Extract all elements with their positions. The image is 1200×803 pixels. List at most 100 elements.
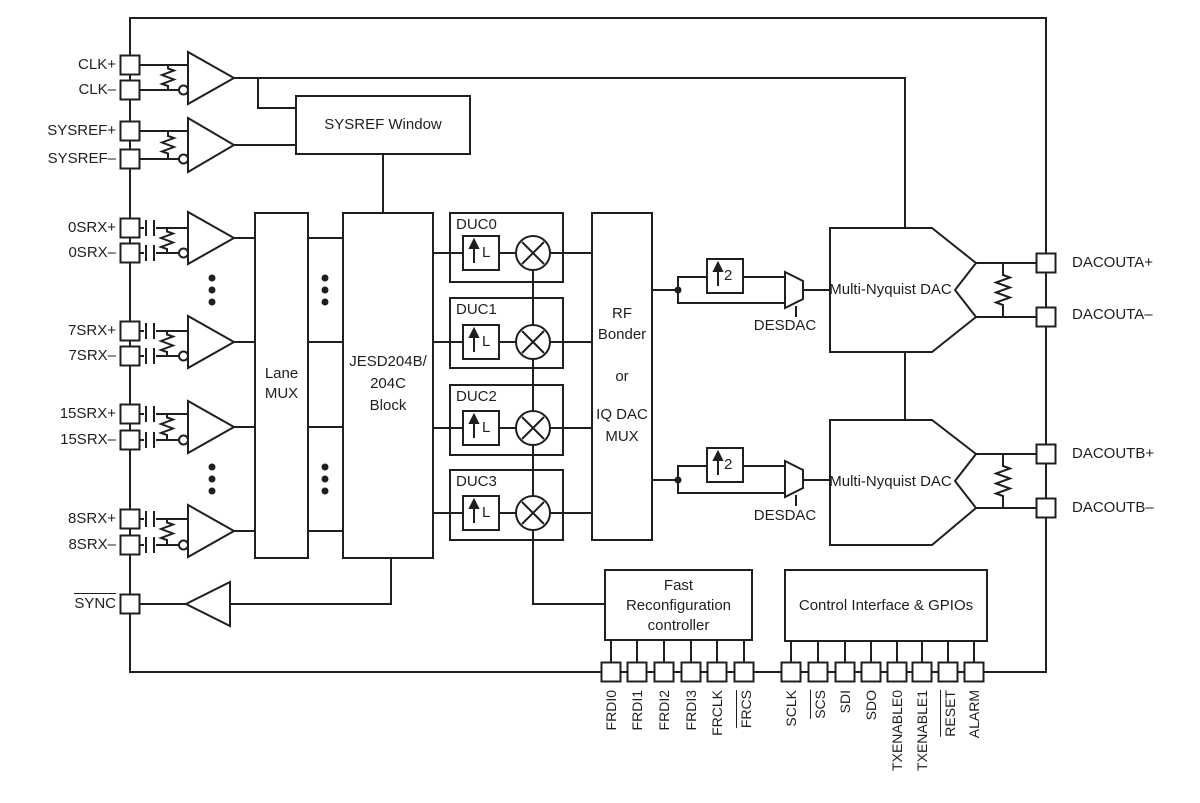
- dac-a-block: [829, 227, 1037, 353]
- rf-bonder-label: IQ DAC: [596, 406, 648, 423]
- desdac-b-label: DESDAC: [753, 507, 817, 524]
- srx0-resistor: [158, 228, 176, 253]
- interp-2-label: 2: [724, 267, 733, 284]
- pin-label-dacouta-plus: DACOUTA+: [1072, 254, 1153, 271]
- pin-0srx-plus: [119, 217, 141, 239]
- lane-mux-label: Lane: [264, 365, 299, 382]
- pin-reset: [937, 661, 959, 683]
- pin-7srx-plus: [119, 320, 141, 342]
- sysref-buffer-icon: [187, 116, 236, 174]
- desdac-mux-a-icon: [784, 270, 804, 310]
- pin-label-15srx-minus: 15SRX–: [60, 431, 116, 448]
- clk-input-network: [140, 50, 906, 228]
- pin-label-sclk: SCLK: [783, 690, 799, 727]
- duc2-interpolator: [462, 410, 500, 446]
- up-arrow-icon: [468, 497, 480, 509]
- sync-output-network: [140, 558, 392, 628]
- clk-distribution-wire: [234, 77, 906, 228]
- clk-buffer-icon: [187, 50, 237, 106]
- interp2-b-block: [706, 447, 744, 483]
- dac-a-load-resistor: [993, 263, 1013, 317]
- pin-label-7srx-plus: 7SRX+: [68, 322, 116, 339]
- frc-label: Reconfiguration: [625, 597, 732, 614]
- pin-label-sysref-plus: SYSREF+: [47, 122, 116, 139]
- jesd-label: JESD204B/: [349, 353, 427, 370]
- bottom-pin-stubs: [610, 640, 975, 663]
- pin-txenable0: [886, 661, 908, 683]
- pin-label-txenable1: TXENABLE1: [914, 690, 930, 771]
- pin-label-reset: RESET: [940, 690, 958, 737]
- srx7-resistor: [158, 331, 176, 356]
- jesd-label: Block: [369, 397, 407, 414]
- up-arrow-icon: [712, 449, 724, 461]
- srx8-buffer-icon: [187, 503, 237, 559]
- srx15-input-network: [140, 399, 255, 455]
- desdac-mux-b-icon: [784, 459, 804, 499]
- sysref-window-label: SYSREF Window: [324, 116, 442, 133]
- control-interface-label: Control Interface & GPIOs: [798, 597, 974, 614]
- interp-l-label: L: [482, 504, 491, 521]
- frc-label: Fast: [663, 577, 694, 594]
- dac-b-label: Multi-Nyquist DAC: [829, 473, 952, 490]
- pin-sdi: [834, 661, 856, 683]
- pin-label-sysref-minus: SYSREF–: [47, 150, 116, 167]
- pin-frdi3: [680, 661, 702, 683]
- bottom-pin-squares: [600, 661, 985, 683]
- pin-label-txenable0: TXENABLE0: [889, 690, 905, 771]
- srx0-buffer-icon: [187, 210, 237, 266]
- pin-sysref-minus: [119, 148, 141, 170]
- pin-sync: [119, 593, 141, 615]
- pin-label-frcs: FRCS: [736, 690, 754, 729]
- lane-mux-label: MUX: [264, 385, 299, 402]
- fast-reconfiguration-block: [604, 569, 753, 641]
- pin-frdi2: [653, 661, 675, 683]
- pin-txenable1: [911, 661, 933, 683]
- lane-mux-block: [254, 212, 309, 559]
- desdac-a-label: DESDAC: [753, 317, 817, 334]
- srx8-resistor: [158, 519, 176, 545]
- up-arrow-icon: [468, 237, 480, 249]
- pin-label-frdi0: FRDI0: [603, 690, 619, 731]
- pin-label-frdi1: FRDI1: [629, 690, 645, 731]
- channel-ellipsis-dots: [208, 274, 329, 495]
- duc2-label: DUC2: [456, 388, 497, 405]
- sysref-termination-resistor: [159, 131, 177, 159]
- pin-label-frdi2: FRDI2: [656, 690, 672, 731]
- control-interface-block: [784, 569, 988, 642]
- clk-inverting-bubble: [178, 84, 189, 96]
- duc1-interpolator: [462, 324, 500, 360]
- pin-scs: [807, 661, 829, 683]
- pin-frdi0: [600, 661, 622, 683]
- pin-dacouta-plus: [1035, 252, 1057, 274]
- rf-bonder-block: [591, 212, 653, 541]
- up-arrow-icon: [712, 260, 724, 272]
- interp-l-label: L: [482, 419, 491, 436]
- pin-clk-minus: [119, 79, 141, 101]
- duc3-block: [433, 469, 592, 541]
- interp2-a-block: [706, 258, 744, 294]
- duc0-label: DUC0: [456, 216, 497, 233]
- sysref-window-block: [295, 95, 471, 155]
- duc1-label: DUC1: [456, 301, 497, 318]
- pin-label-8srx-plus: 8SRX+: [68, 510, 116, 527]
- right-pins: [1035, 252, 1057, 519]
- pin-7srx-minus: [119, 345, 141, 367]
- jesd-label: 204C: [370, 375, 406, 392]
- rf-bonder-label: Bonder: [597, 326, 647, 343]
- duc0-block: [433, 212, 592, 283]
- sysref-inverting-bubble: [178, 153, 189, 165]
- pin-8srx-plus: [119, 508, 141, 530]
- clk-termination-resistor: [159, 65, 177, 90]
- mixer-lo-wire: [532, 253, 605, 605]
- pin-15srx-minus: [119, 429, 141, 451]
- pin-label-15srx-plus: 15SRX+: [59, 405, 116, 422]
- pin-frcs: [733, 661, 755, 683]
- clk-to-sysref-window-wire: [257, 78, 296, 109]
- pin-label-dacouta-minus: DACOUTA–: [1072, 306, 1153, 323]
- srx7-buffer-icon: [187, 314, 237, 370]
- pin-sysref-plus: [119, 120, 141, 142]
- duc2-block: [433, 384, 592, 456]
- pin-dacoutb-minus: [1035, 497, 1057, 519]
- srx0-input-network: [140, 210, 255, 266]
- dac-a-label: Multi-Nyquist DAC: [829, 281, 952, 298]
